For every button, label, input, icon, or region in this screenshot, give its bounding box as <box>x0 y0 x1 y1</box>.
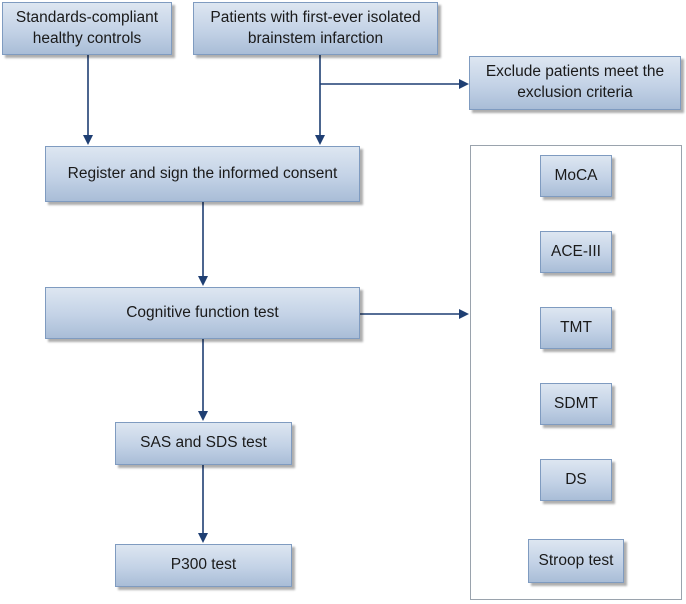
test-ds-box: DS <box>540 459 612 501</box>
test-tmt-box: TMT <box>540 307 612 349</box>
patients-label: Patients with first-ever isolated brains… <box>210 8 421 47</box>
exclude-label: Exclude patients meet the exclusion crit… <box>485 63 665 101</box>
test-ace-box: ACE-III <box>540 231 612 273</box>
p300-label: P300 test <box>170 556 237 574</box>
patients-box: Patients with first-ever isolated brains… <box>193 2 438 55</box>
test-sdmt-box: SDMT <box>540 383 612 425</box>
test-ace-label: ACE-III <box>551 242 601 260</box>
exclude-box: Exclude patients meet the exclusion crit… <box>469 56 681 110</box>
controls-label: Standards-compliant healthy controls <box>15 8 159 47</box>
test-stroop-label: Stroop test <box>538 551 614 569</box>
test-stroop-box: Stroop test <box>528 539 624 583</box>
sas-sds-label: SAS and SDS test <box>140 434 267 452</box>
cognitive-tests-panel <box>470 145 682 600</box>
test-sdmt-label: SDMT <box>554 394 598 412</box>
test-tmt-label: TMT <box>560 318 592 336</box>
register-label: Register and sign the informed consent <box>67 164 338 182</box>
p300-box: P300 test <box>115 544 292 587</box>
cognitive-box: Cognitive function test <box>45 287 360 339</box>
controls-box: Standards-compliant healthy controls <box>2 2 172 55</box>
cognitive-label: Cognitive function test <box>126 303 279 321</box>
test-moca-label: MoCA <box>554 166 598 184</box>
test-moca-box: MoCA <box>540 155 612 197</box>
test-ds-label: DS <box>565 470 587 488</box>
sas-sds-box: SAS and SDS test <box>115 422 292 465</box>
register-box: Register and sign the informed consent <box>45 146 360 202</box>
